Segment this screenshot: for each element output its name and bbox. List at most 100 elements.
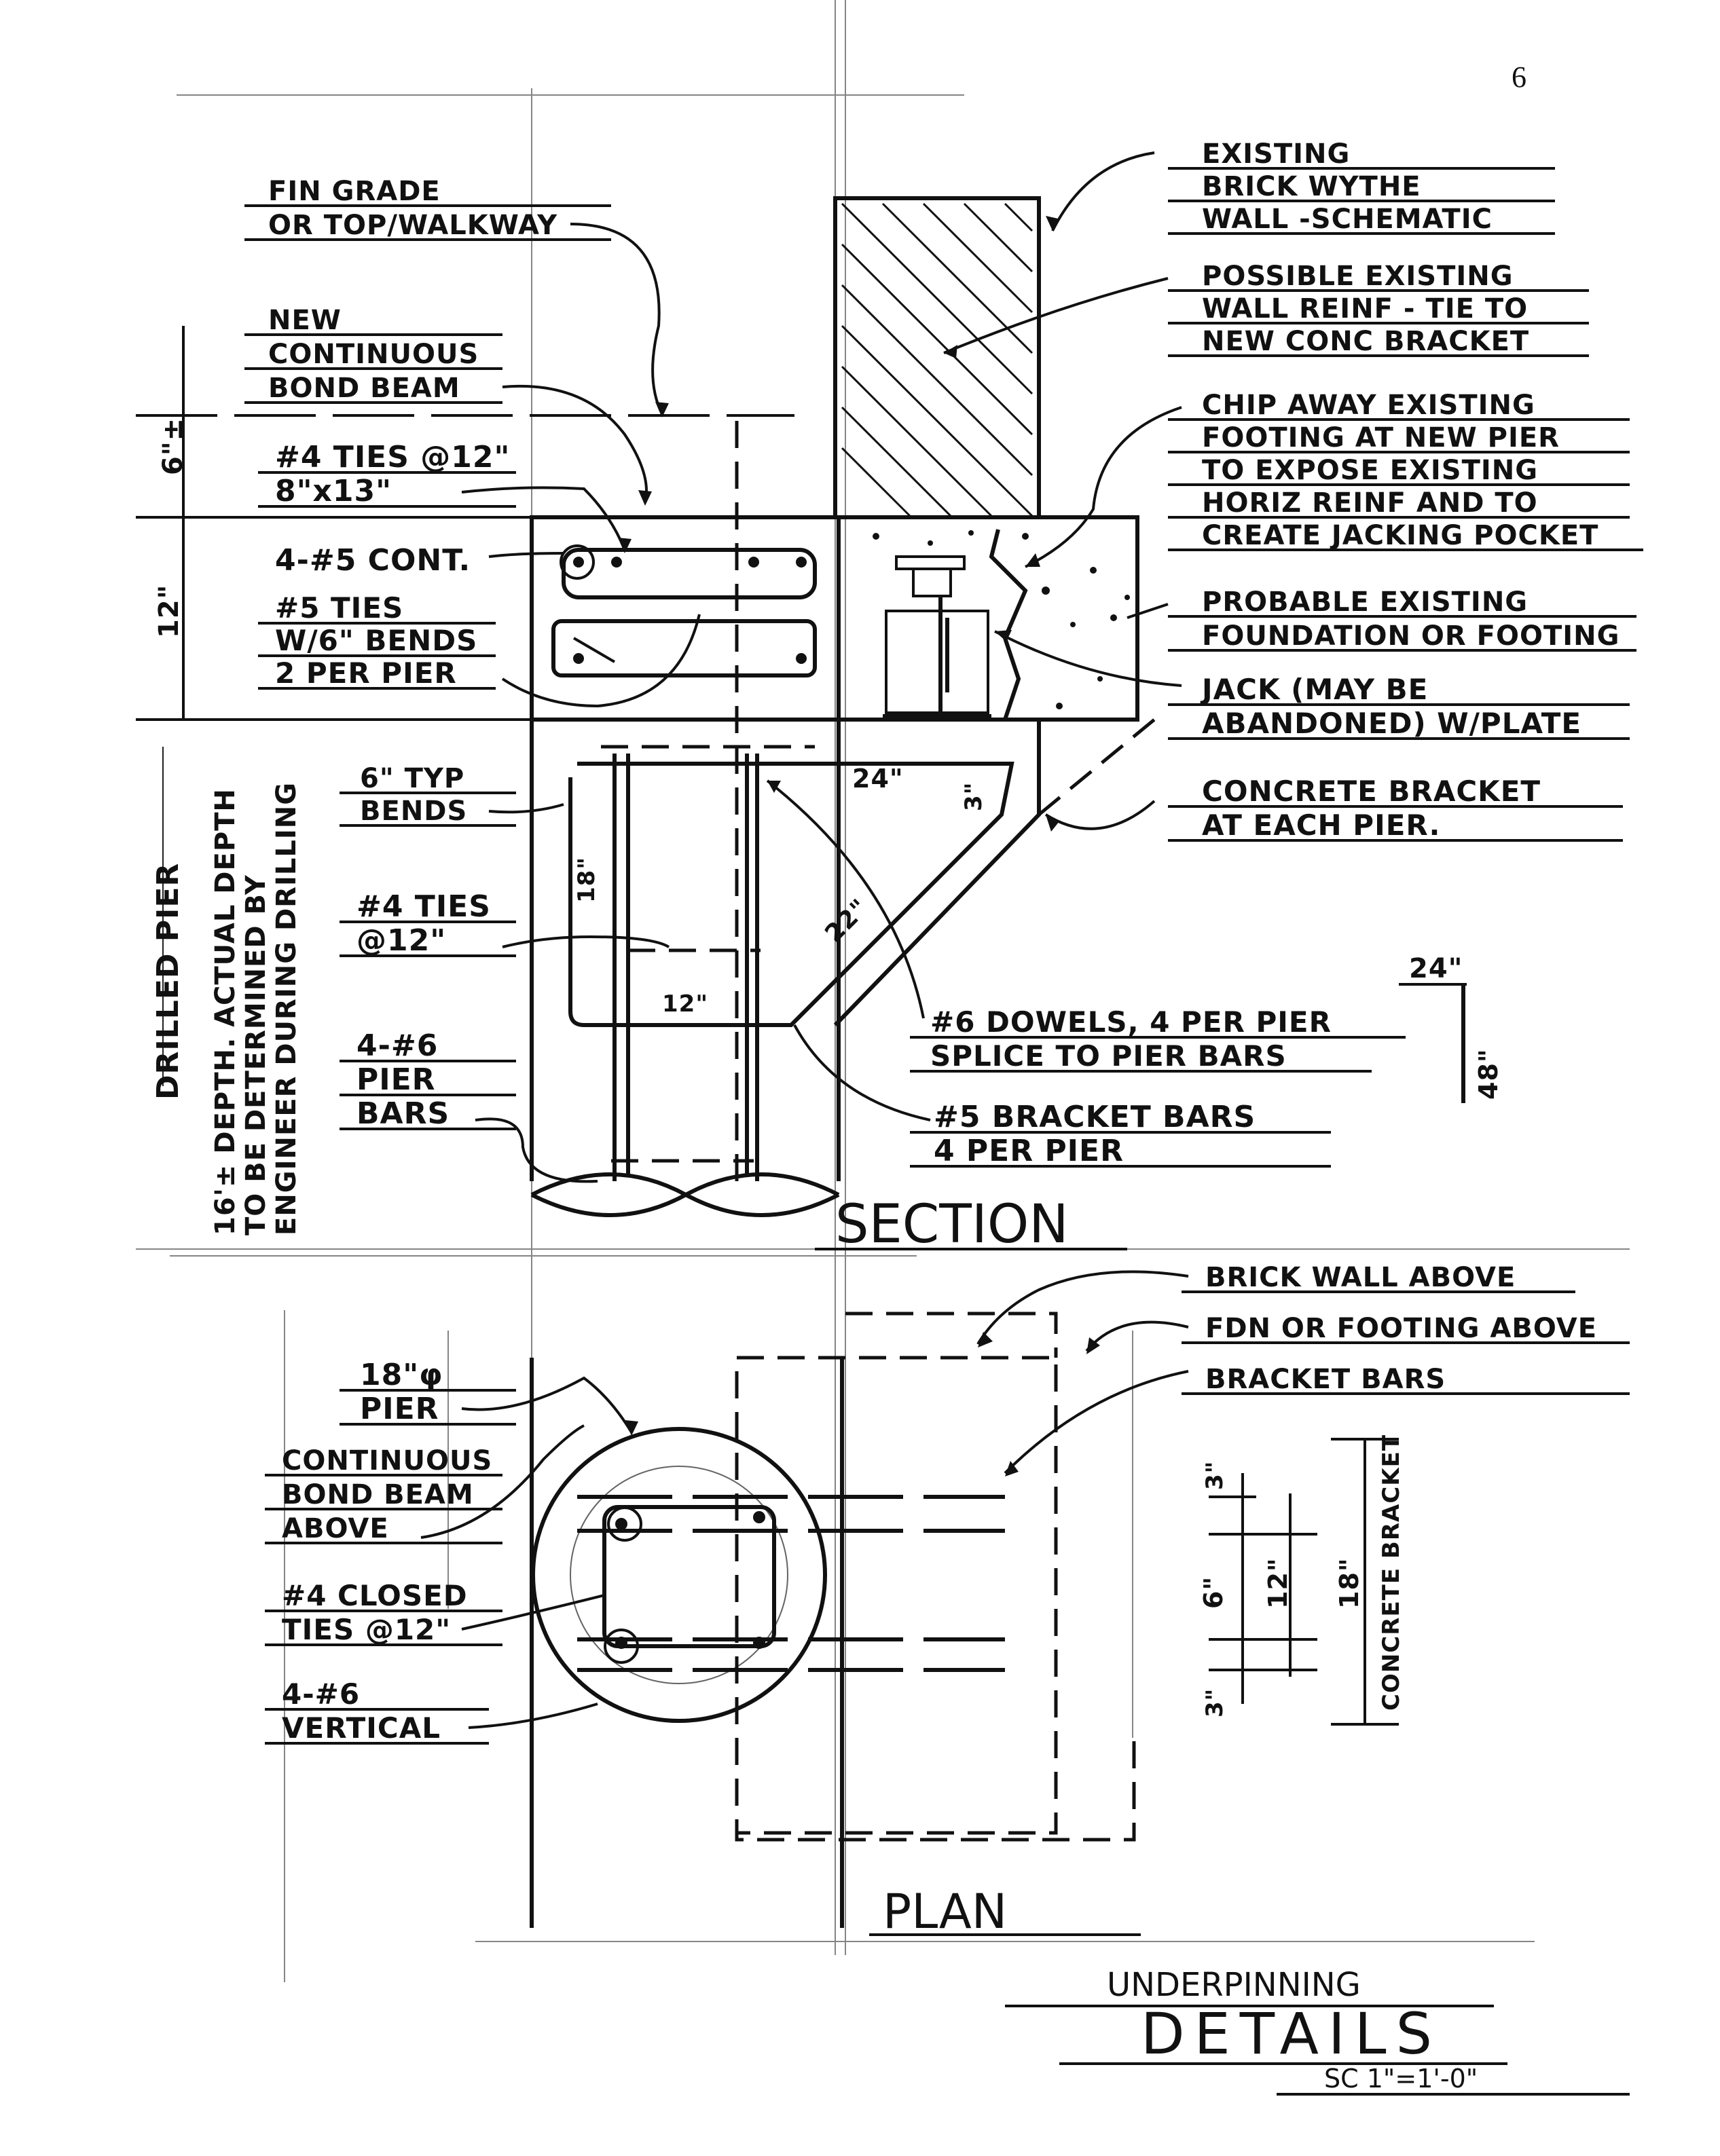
- label-line: BENDS: [360, 796, 467, 827]
- label-ties-12: #4 TIES @12" 8"x13": [275, 440, 510, 508]
- label-line: CONCRETE BRACKET: [1202, 775, 1541, 808]
- label-line: CONTINUOUS: [282, 1445, 492, 1476]
- beam-tie-bottom: [551, 619, 817, 677]
- scale-note: SC 1"=1'-0": [1324, 2064, 1478, 2094]
- label-line: 18"φ: [360, 1358, 443, 1392]
- label-drilled-pier: DRILLED PIER: [151, 863, 185, 1100]
- label-line: BOND BEAM: [268, 373, 460, 404]
- label-pier-bars: 4-#6 PIER BARS: [356, 1028, 450, 1131]
- label-line: JACK (MAY BE: [1200, 673, 1428, 706]
- dim-plan-12: 12": [1263, 1557, 1293, 1609]
- label-fdn-above: FDN OR FOOTING ABOVE: [1205, 1313, 1597, 1344]
- label-brick-above: BRICK WALL ABOVE: [1205, 1262, 1516, 1293]
- bracket-dashed: [1038, 718, 1156, 816]
- label-line: 6" TYP: [360, 763, 464, 794]
- plan-view: [420, 1270, 1399, 1928]
- label-line: CHIP AWAY EXISTING: [1202, 390, 1535, 421]
- label-line: OR TOP/WALKWAY: [268, 210, 557, 241]
- fdn-above-outline: [735, 1356, 1058, 1835]
- dim-bracket-diag: 22": [820, 894, 874, 948]
- label-line: #5 BRACKET BARS: [934, 1100, 1256, 1134]
- label-bond-above: CONTINUOUS BOND BEAM ABOVE: [282, 1445, 492, 1544]
- title-block: UNDERPINNING DETAILS SC 1"=1'-0": [1005, 1966, 1630, 2096]
- label-line: BOND BEAM: [282, 1479, 474, 1510]
- label-jack: JACK (MAY BE ABANDONED) W/PLATE: [1200, 673, 1581, 740]
- label-vertical: 4-#6 VERTICAL: [282, 1677, 441, 1745]
- label-bond-beam: NEW CONTINUOUS BOND BEAM: [268, 305, 479, 404]
- plan-leaders: [420, 1270, 1189, 1729]
- label-line: HORIZ REINF AND TO: [1202, 487, 1538, 519]
- label-line: TO EXPOSE EXISTING: [1202, 455, 1538, 486]
- plan-leader-heads: [625, 1332, 1100, 1476]
- label-line: #6 DOWELS, 4 PER PIER: [930, 1005, 1332, 1039]
- page-number: 6: [1512, 60, 1526, 94]
- dim-plan-3a: 3": [1201, 1461, 1228, 1490]
- label-dowels: #6 DOWELS, 4 PER PIER SPLICE TO PIER BAR…: [930, 1005, 1332, 1073]
- label-line: FOUNDATION OR FOOTING: [1202, 620, 1620, 652]
- pier-circle: [531, 1427, 827, 1723]
- plan-tie: [602, 1505, 776, 1648]
- dim-dowel-leg: 24": [1409, 953, 1463, 984]
- leader-heads: [618, 216, 1059, 832]
- label-bracket-bars-section: #5 BRACKET BARS 4 PER PIER: [934, 1100, 1256, 1168]
- dim-beam-top: 6"±: [158, 417, 189, 475]
- dim-bracket-bottom: 12": [662, 990, 708, 1018]
- label-ties-5: #5 TIES W/6" BENDS 2 PER PIER: [275, 591, 477, 690]
- label-underlines: [244, 167, 1643, 1936]
- leaders: [461, 151, 1182, 1183]
- label-line: BRICK WYTHE: [1202, 171, 1421, 202]
- label-line: PROBABLE EXISTING: [1202, 587, 1528, 618]
- label-line: TO BE DETERMINED BY: [240, 874, 272, 1235]
- label-line: 4 PER PIER: [934, 1134, 1124, 1168]
- existing-brick-wall: [833, 196, 1041, 519]
- label-bracket-bars: BRACKET BARS: [1205, 1364, 1446, 1395]
- dim-plan-3b: 3": [1201, 1688, 1228, 1717]
- dim-dowel-height: 48": [1474, 1048, 1503, 1100]
- label-line: CREATE JACKING POCKET: [1202, 520, 1598, 551]
- label-line: EXISTING: [1202, 138, 1350, 170]
- beam-tie-top: [562, 548, 817, 599]
- label-line: ENGINEER DURING DRILLING: [271, 782, 302, 1235]
- label-ties-4: #4 TIES @12": [356, 889, 491, 958]
- label-line: 8"x13": [275, 474, 392, 508]
- label-line: SPLICE TO PIER BARS: [930, 1039, 1287, 1073]
- dowel-detail: [1399, 983, 1467, 1103]
- label-pier-dia: 18"φ PIER: [360, 1358, 443, 1426]
- wall-hatching: [841, 202, 1033, 517]
- jack: [883, 555, 991, 718]
- label-depth-note: 16'± DEPTH. ACTUAL DEPTH TO BE DETERMINE…: [210, 782, 302, 1235]
- label-line: 4-#6: [282, 1677, 360, 1711]
- bracket-bar: [568, 762, 1014, 1027]
- label-line: WALL REINF - TIE TO: [1202, 293, 1528, 324]
- label-line: 4-#6: [356, 1028, 438, 1063]
- label-bracket: CONCRETE BRACKET AT EACH PIER.: [1202, 775, 1541, 842]
- label-line: ABANDONED) W/PLATE: [1202, 707, 1581, 740]
- label-cont-bars: 4-#5 CONT.: [275, 543, 471, 578]
- label-chip-away: CHIP AWAY EXISTING FOOTING AT NEW PIER T…: [1202, 390, 1598, 551]
- label-foundation: PROBABLE EXISTING FOUNDATION OR FOOTING: [1202, 587, 1620, 652]
- dim-plan-6: 6": [1198, 1576, 1228, 1609]
- label-line: FOOTING AT NEW PIER: [1202, 422, 1560, 453]
- label-line: ABOVE: [282, 1513, 389, 1544]
- label-line: 2 PER PIER: [275, 656, 457, 690]
- label-line: CONTINUOUS: [268, 339, 479, 370]
- section-view: [136, 151, 1467, 1217]
- dim-bracket-width: 24": [852, 764, 904, 794]
- label-line: VERTICAL: [282, 1711, 441, 1745]
- dim-beam-depth: 12": [153, 584, 185, 638]
- label-line: #4 TIES @12": [275, 440, 510, 475]
- label-line: #4 TIES: [356, 889, 491, 924]
- label-line: BARS: [356, 1096, 450, 1131]
- concrete-bracket: [833, 718, 1041, 1027]
- label-line: 16'± DEPTH. ACTUAL DEPTH: [210, 788, 241, 1235]
- label-line: W/6" BENDS: [275, 624, 477, 657]
- label-line: NEW: [268, 305, 342, 336]
- existing-footing: [839, 515, 1139, 722]
- label-line: PIER: [356, 1062, 436, 1097]
- label-bends: 6" TYP BENDS: [360, 763, 467, 827]
- label-line: NEW CONC BRACKET: [1202, 326, 1529, 357]
- label-line: @12": [356, 923, 446, 958]
- label-line: AT EACH PIER.: [1202, 809, 1440, 842]
- dim-bracket-height: 18": [573, 857, 600, 903]
- label-line: FIN GRADE: [268, 176, 441, 207]
